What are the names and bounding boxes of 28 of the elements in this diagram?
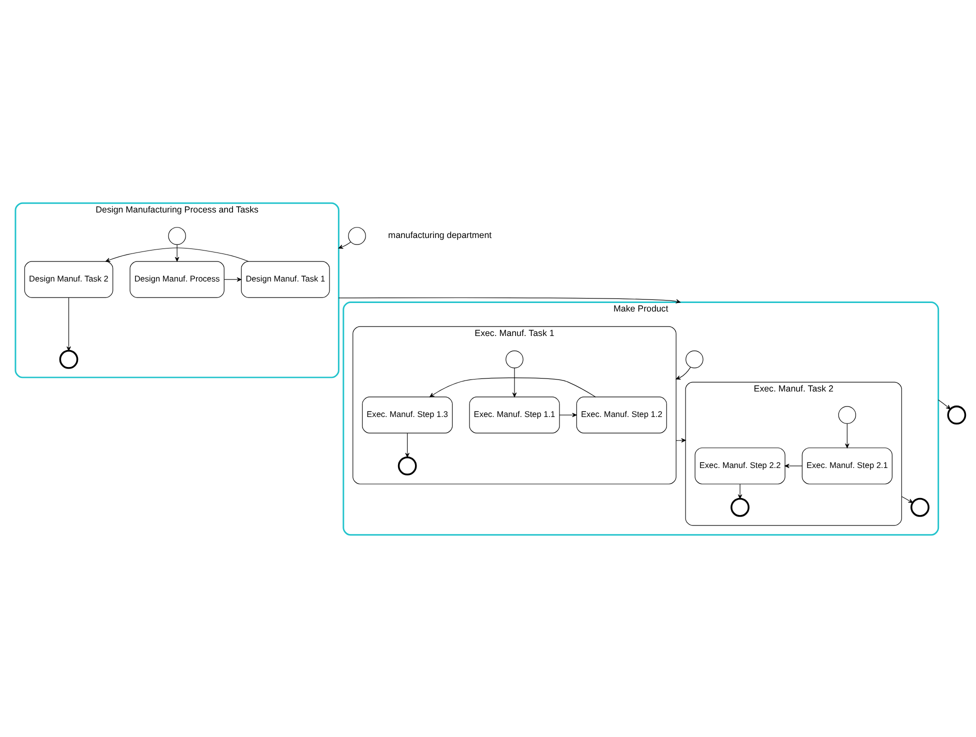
arrow	[66, 296, 71, 351]
arrow	[559, 412, 577, 417]
arrow	[430, 377, 596, 397]
node-circle	[730, 497, 750, 516]
arrow	[405, 432, 410, 457]
arrow	[512, 367, 517, 397]
arrow	[338, 296, 681, 303]
node-circle	[686, 350, 704, 368]
node-circle	[59, 349, 78, 368]
node-circle	[910, 497, 930, 516]
arrow	[938, 399, 951, 409]
label: manufacturing department	[388, 230, 492, 240]
arrow	[784, 463, 802, 468]
arrow	[676, 366, 691, 380]
arrow	[105, 247, 249, 262]
node-circle	[947, 405, 966, 424]
node-circle	[168, 226, 186, 244]
arrow	[174, 244, 180, 262]
arrow	[676, 438, 686, 442]
arrow	[338, 241, 352, 248]
node-circle	[506, 350, 524, 368]
node-circle	[398, 456, 417, 475]
node-circle	[838, 406, 856, 424]
node-circle	[348, 226, 366, 244]
arrow	[845, 423, 850, 448]
arrow	[738, 483, 742, 498]
arrow	[901, 496, 914, 502]
arrow	[224, 276, 242, 282]
